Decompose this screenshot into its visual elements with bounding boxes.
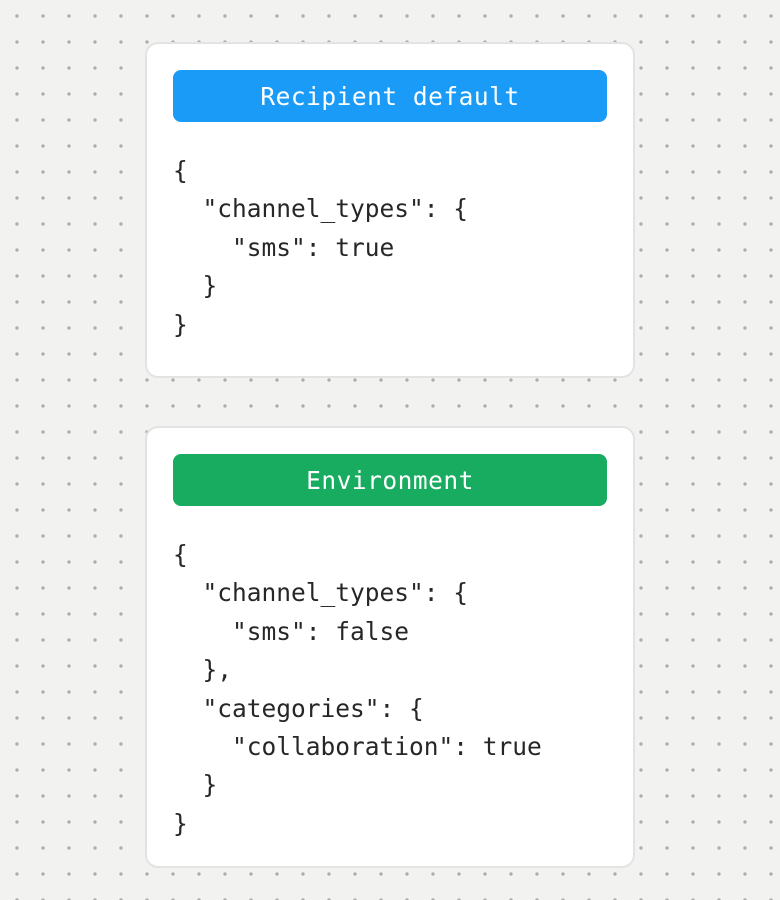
environment-json-code: { "channel_types": { "sms": false }, "ca…	[173, 540, 542, 838]
recipient-default-header-badge: Recipient default	[173, 70, 607, 122]
recipient-default-header-label: Recipient default	[260, 81, 520, 111]
recipient-default-card: Recipient default { "channel_types": { "…	[145, 42, 635, 378]
environment-header-badge: Environment	[173, 454, 607, 506]
recipient-default-json-code: { "channel_types": { "sms": true } }	[173, 156, 469, 339]
environment-card: Environment { "channel_types": { "sms": …	[145, 426, 635, 868]
environment-header-label: Environment	[306, 465, 474, 495]
